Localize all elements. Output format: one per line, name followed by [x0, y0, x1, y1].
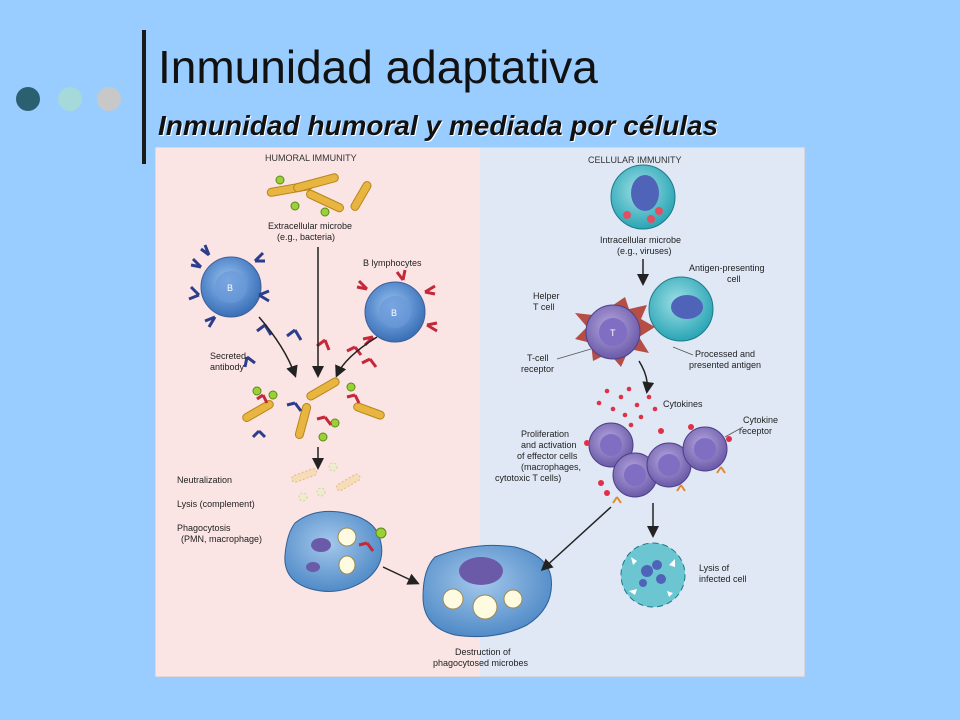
b-lymphocyte-left — [188, 244, 270, 328]
decor-dot-dark — [16, 87, 40, 111]
secreted-antibody-2: antibody — [210, 362, 245, 372]
arrow-t-to-cytokines — [638, 360, 655, 394]
phagocytosis-label-1: Phagocytosis — [177, 523, 231, 533]
arrow-bcell-left — [258, 316, 298, 378]
opsonized-bacteria — [242, 377, 385, 442]
lysis-infected-label-2: infected cell — [699, 574, 747, 584]
proliferation-label-1: Proliferation — [521, 429, 569, 439]
apc-label-2: cell — [727, 274, 741, 284]
destruction-label-1: Destruction of — [455, 647, 511, 657]
arrow-to-macrophage — [540, 506, 612, 572]
apc-label-1: Antigen-presenting — [689, 263, 765, 273]
tcell-receptor-pointer — [556, 348, 592, 360]
lysis-infected-label-1: Lysis of — [699, 563, 730, 573]
title-divider — [142, 30, 146, 164]
immunity-figure: HUMORAL IMMUNITY CELLULAR IMMUNITY Extra… — [155, 147, 805, 677]
proliferation-label-5: cytotoxic T cells) — [495, 473, 561, 483]
phagocyte — [284, 510, 387, 592]
lysed-infected-cell — [620, 542, 686, 608]
arrow-to-destruction — [382, 566, 420, 585]
cytokines-label: Cytokines — [663, 399, 703, 409]
helper-t-label-2: T cell — [533, 302, 554, 312]
immunity-diagram: HUMORAL IMMUNITY CELLULAR IMMUNITY Extra… — [155, 147, 805, 677]
humoral-header: HUMORAL IMMUNITY — [265, 153, 357, 163]
extracellular-label-1: Extracellular microbe — [268, 221, 352, 231]
antigen-presenting-cell — [648, 276, 714, 342]
processed-antigen-label-1: Processed and — [695, 349, 755, 359]
decor-dot-mid — [58, 87, 82, 111]
neutralization-label: Neutralization — [177, 475, 232, 485]
b-label-right: B — [391, 308, 397, 318]
proliferation-label-3: of effector cells — [517, 451, 578, 461]
helper-t-cell — [575, 297, 655, 367]
intracellular-label-2: (e.g., viruses) — [617, 246, 672, 256]
neutralized-bacteria — [291, 462, 361, 502]
intracellular-label-1: Intracellular microbe — [600, 235, 681, 245]
tcell-receptor-label-1: T-cell — [527, 353, 549, 363]
slide-subtitle: Inmunidad humoral y mediada por células — [158, 110, 719, 141]
helper-t-label-1: Helper — [533, 291, 560, 301]
b-lymphocytes-label: B lymphocytes — [363, 258, 422, 268]
cytokine-receptor-label-2: receptor — [739, 426, 772, 436]
macrophage-destruction — [422, 544, 552, 638]
proliferation-label-2: and activation — [521, 440, 577, 450]
effector-cells — [584, 422, 732, 504]
cytokine-receptor-label-1: Cytokine — [743, 415, 778, 425]
b-label-left: B — [227, 283, 233, 293]
extracellular-label-2: (e.g., bacteria) — [277, 232, 335, 242]
infected-cell-viruses — [610, 164, 676, 230]
processed-antigen-pointer — [672, 346, 694, 356]
extracellular-bacteria — [266, 173, 372, 217]
destruction-label-2: phagocytosed microbes — [433, 658, 529, 668]
processed-antigen-label-2: presented antigen — [689, 360, 761, 370]
b-lymphocyte-right — [356, 269, 438, 347]
phagocytosis-label-2: (PMN, macrophage) — [181, 534, 262, 544]
t-label: T — [610, 328, 616, 338]
slide-title: Inmunidad adaptativa — [158, 41, 598, 93]
cytokine-dots — [596, 386, 658, 430]
proliferation-label-4: (macrophages, — [521, 462, 581, 472]
lysis-complement-label: Lysis (complement) — [177, 499, 255, 509]
tcell-receptor-label-2: receptor — [521, 364, 554, 374]
decor-dot-light — [97, 87, 121, 111]
secreted-antibody-1: Secreted — [210, 351, 246, 361]
cellular-header: CELLULAR IMMUNITY — [588, 155, 682, 165]
arrow-bcell-right — [335, 336, 378, 378]
cytokine-receptor-pointer — [724, 426, 744, 438]
